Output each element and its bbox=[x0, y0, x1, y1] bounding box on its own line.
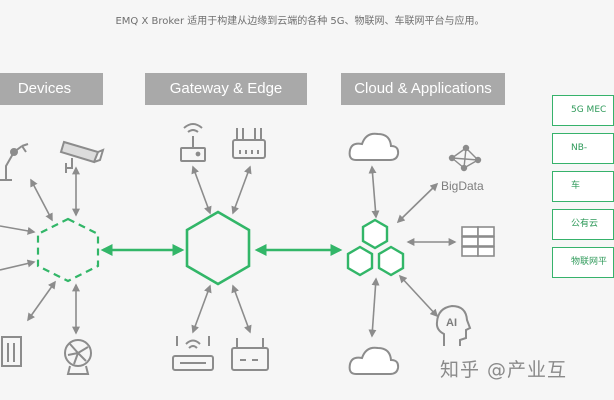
arrow-router-bottom bbox=[191, 284, 212, 334]
fan-icon bbox=[64, 339, 92, 375]
server-rack-icon bbox=[461, 226, 495, 257]
side-box-public-cloud: 公有云 bbox=[552, 209, 614, 240]
cluster-hex-top bbox=[361, 218, 389, 250]
cloud-broker-cluster bbox=[346, 218, 405, 277]
watermark: 知乎 @产业互 bbox=[440, 359, 568, 381]
arrow-ai bbox=[398, 274, 439, 318]
arrow-robot-arm bbox=[30, 178, 53, 222]
cloud-applications-header: Cloud & Applications bbox=[341, 73, 505, 105]
modem-icon bbox=[232, 128, 266, 159]
arrow-modem-bottom bbox=[231, 284, 252, 334]
ai-label: AI bbox=[446, 317, 457, 329]
cloud-arrows bbox=[368, 165, 457, 338]
arrow-cloud-bottom bbox=[368, 277, 380, 338]
cloud-bottom-icon bbox=[348, 346, 400, 375]
cluster-hex-left bbox=[346, 245, 374, 277]
device-arrows bbox=[0, 166, 80, 335]
ai-head-icon bbox=[435, 304, 472, 346]
gateway-edge-header: Gateway & Edge bbox=[145, 73, 307, 105]
bigdata-network-icon bbox=[448, 144, 482, 172]
arrow-modem-top bbox=[231, 165, 252, 215]
arrow-bigdata bbox=[396, 182, 439, 224]
robot-arm-icon bbox=[0, 143, 29, 181]
architecture-diagram: BigData AI bbox=[0, 123, 495, 375]
cloud-top-icon bbox=[348, 132, 400, 161]
arrow-building bbox=[27, 280, 56, 322]
cluster-hex-right bbox=[377, 245, 405, 277]
arrow-cloud-top bbox=[368, 165, 380, 219]
camera-icon bbox=[59, 140, 105, 173]
modem-bottom-icon bbox=[231, 338, 269, 371]
wifi-router-icon bbox=[180, 123, 206, 162]
side-box-5g-mec: 5G MEC bbox=[552, 95, 614, 126]
devices-header: Devices bbox=[0, 73, 103, 105]
wifi-router-bottom-icon bbox=[172, 336, 214, 371]
edge-broker-hexagon bbox=[185, 210, 251, 286]
arrow-router-top bbox=[191, 165, 212, 215]
building-icon bbox=[1, 336, 22, 367]
side-box-nb: NB- bbox=[552, 133, 614, 164]
device-broker-hexagon bbox=[36, 217, 100, 283]
side-box-vehicle: 车 bbox=[552, 171, 614, 202]
arrow-left-upper bbox=[0, 225, 36, 235]
arrow-left-lower bbox=[0, 259, 36, 271]
diagram-caption: EMQ X Broker 适用于构建从边缘到云端的各种 5G、物联网、车联网平台… bbox=[115, 16, 485, 27]
bigdata-label: BigData bbox=[441, 179, 484, 193]
gateway-arrows bbox=[191, 165, 252, 334]
